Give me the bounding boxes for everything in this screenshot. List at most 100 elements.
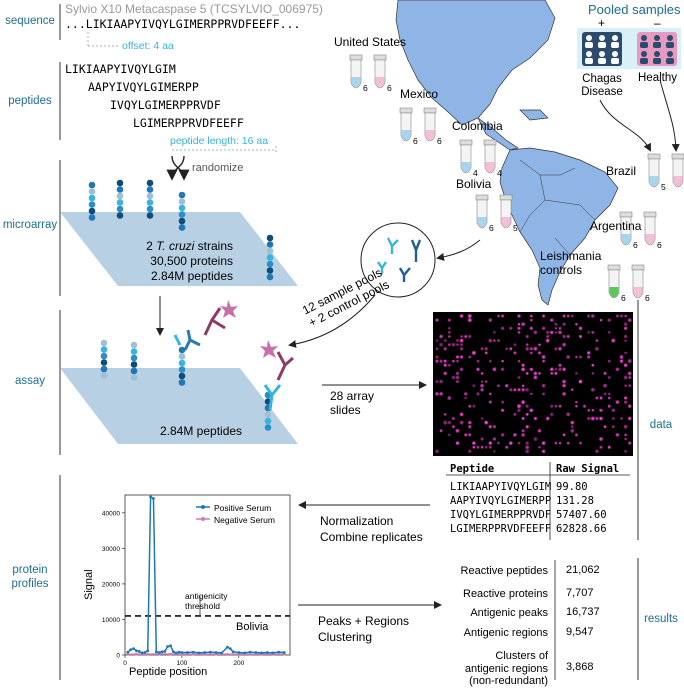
table-cell-signal: 99.80	[556, 482, 588, 493]
scan-spot	[608, 376, 611, 379]
offset-label: offset: 4 aa	[122, 41, 174, 52]
scan-spot	[447, 421, 451, 425]
peptide-bead	[179, 373, 186, 380]
scan-spot	[562, 367, 566, 371]
scan-spot	[546, 331, 549, 334]
scan-spot	[619, 355, 623, 359]
series-point	[180, 651, 183, 654]
chart-annotation: Bolivia	[236, 622, 268, 633]
result-value: 9,547	[566, 627, 594, 638]
peptide-bead	[267, 235, 274, 242]
scan-spot	[595, 417, 598, 420]
y-tick-label: 40000	[102, 510, 120, 517]
scan-spot	[558, 330, 562, 334]
scan-spot	[439, 380, 443, 384]
person-icon-body	[653, 42, 661, 48]
scan-spot	[439, 359, 443, 363]
scan-spot	[460, 367, 464, 371]
scan-spot	[484, 421, 488, 425]
table-header-signal: Raw Signal	[556, 464, 619, 475]
scan-spot	[533, 371, 537, 375]
chart-xlabel: Peptide position	[129, 667, 207, 678]
section-data: data	[638, 420, 684, 432]
scan-spot	[522, 388, 525, 391]
scan-spot	[563, 433, 566, 436]
scan-spot	[575, 372, 578, 375]
tubes-to-pool-arrow	[438, 240, 480, 258]
scan-spot	[538, 351, 541, 354]
peptide-bead	[179, 198, 186, 205]
scan-spot	[624, 339, 627, 342]
peptide-bead	[117, 186, 124, 193]
scan-spot	[611, 408, 615, 412]
scan-spot	[460, 335, 463, 338]
peptide-item: IVQYLGIMERPPRVDF	[110, 100, 221, 112]
person-icon	[667, 51, 673, 57]
legend-negative: Negative Serum	[214, 516, 275, 525]
person-icon	[641, 51, 647, 57]
scan-spot	[624, 438, 627, 441]
peptide-bead	[89, 182, 96, 189]
scan-spot	[447, 396, 451, 400]
scan-spot	[554, 323, 557, 326]
scan-spot	[521, 433, 524, 436]
scan-spot	[575, 323, 578, 326]
table-cell-signal: 62828.66	[556, 524, 607, 535]
peptide-bead	[265, 418, 272, 425]
scan-spot	[492, 367, 496, 371]
scan-spot	[480, 388, 484, 392]
scan-spot	[493, 339, 496, 342]
scan-spot	[538, 343, 541, 346]
scan-spot	[566, 335, 569, 338]
scan-spot	[608, 397, 611, 400]
scan-spot	[476, 367, 480, 371]
scan-spot	[600, 319, 603, 322]
scan-spot	[493, 425, 496, 428]
microarray-proteins: 30,500 proteins	[128, 255, 233, 267]
scan-spot	[624, 322, 628, 326]
scan-spot	[526, 343, 529, 346]
scan-spot	[624, 363, 628, 367]
peptide-bead	[147, 206, 154, 213]
person-icon	[612, 51, 618, 57]
series-point	[237, 651, 240, 654]
peptide-bead	[101, 366, 108, 373]
person-icon-body	[653, 58, 661, 64]
scan-spot	[624, 327, 627, 330]
scan-spot	[533, 375, 537, 379]
scan-spot	[513, 343, 516, 346]
scan-spot	[604, 392, 607, 395]
scan-spot	[579, 335, 583, 339]
scan-spot	[518, 360, 521, 363]
series-point	[203, 651, 206, 654]
peptide-bead	[117, 199, 124, 206]
scan-spot	[575, 401, 578, 404]
scan-spot	[468, 425, 472, 429]
series-point	[249, 651, 252, 654]
scan-spot	[485, 446, 488, 449]
result-label: Antigenic peaks	[420, 607, 548, 620]
scan-spot	[444, 360, 447, 363]
scan-spot	[468, 335, 472, 339]
peptide-item: LIKIAAPYIVQYLGIM	[65, 64, 176, 76]
scan-spot	[591, 364, 594, 367]
scan-spot	[587, 351, 591, 355]
scan-spot	[517, 327, 521, 331]
peptide-bead	[131, 342, 138, 349]
scan-spot	[533, 330, 537, 334]
scan-spot	[468, 405, 471, 408]
scan-spot	[567, 442, 570, 445]
series-point	[192, 651, 195, 654]
tube-count: 6	[437, 136, 442, 146]
person-icon-body	[666, 58, 674, 64]
scan-spot	[451, 376, 455, 380]
section-protein-profiles: protein profiles	[0, 564, 60, 592]
country-label: Leishmania controls	[540, 250, 601, 278]
scan-spot	[513, 388, 516, 391]
scan-spot	[472, 441, 476, 445]
scan-spot	[550, 367, 554, 371]
scan-spot	[595, 339, 598, 342]
chart-ylabel: Signal	[84, 569, 95, 600]
assay-peptides-label: 2.84M peptides	[160, 425, 242, 437]
